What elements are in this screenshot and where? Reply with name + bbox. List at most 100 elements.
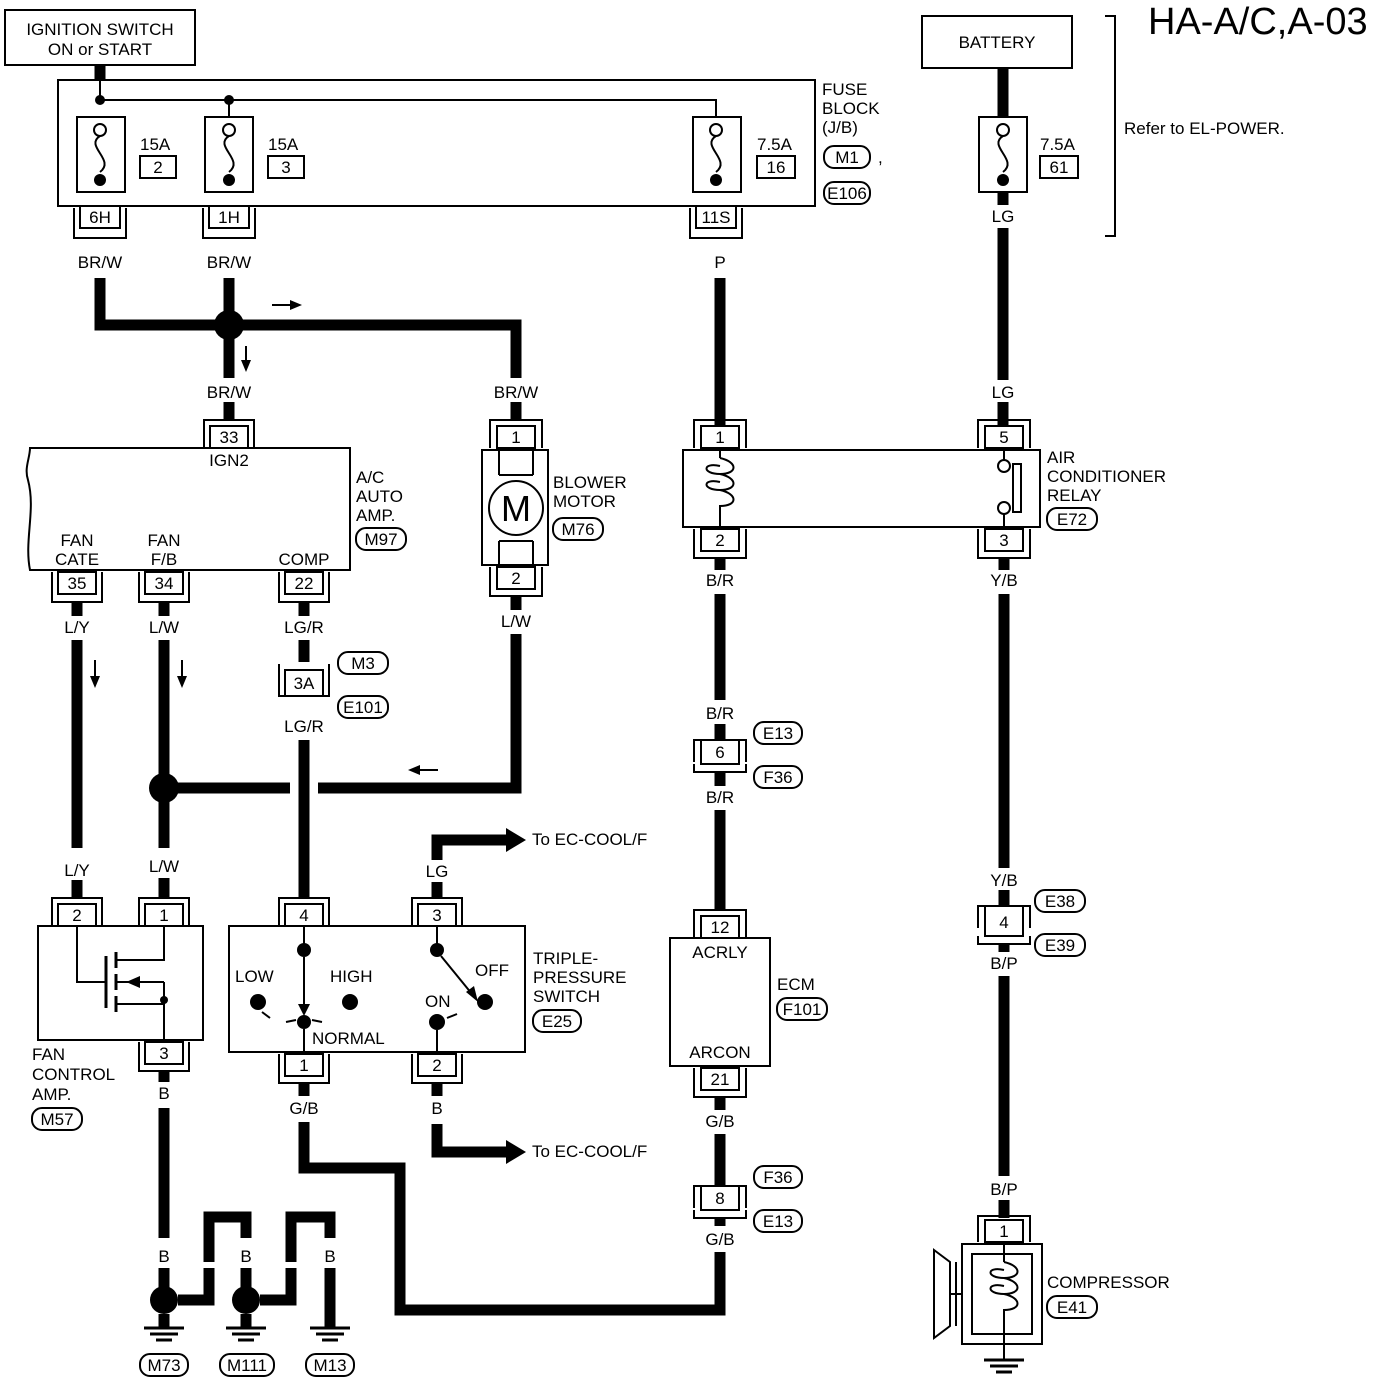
to-ec-cool-bottom: To EC-COOL/F [532,1142,647,1161]
tps-pin-2: 2 [411,1053,463,1084]
wire-label-lw-2: L/W [501,612,531,631]
compressor-pin: 1 [999,1222,1008,1241]
flow-arrow-down-3 [177,660,187,688]
wire-label-bp-1: B/P [990,954,1017,973]
flow-arrow-right [272,300,302,310]
inline-connector-4: 4 [977,905,1031,945]
ac-auto-amp [25,447,351,571]
wire-label-b-g3: B [240,1247,251,1266]
amp-pin-35-num: 35 [68,574,87,593]
ignition-switch-state: ON or START [48,40,152,59]
fuse-2-number: 2 [153,158,162,177]
ecm-pin-acrly-name: ACRLY [692,943,747,962]
flow-arrow-down-2 [90,660,100,688]
tps-pin-4-num: 4 [299,906,308,925]
ecm-pin-12-num: 12 [711,918,730,937]
inline-4-id-e39: E39 [1045,936,1075,955]
amp-pin-ign2-name: IGN2 [209,451,249,470]
fuse-3-rating: 15A [268,135,299,154]
blower-pin-1: 1 [511,428,520,447]
tps-pos-low: LOW [235,967,274,986]
tps-pos-high: HIGH [330,967,373,986]
fuse-block-label-3: (J/B) [822,118,858,137]
ground-m13-id: M13 [313,1356,346,1375]
wire-label-brw-4: BR/W [494,383,538,402]
terminal-1h-label: 1H [218,208,240,227]
amp-fan-cate-name-1: FAN [60,531,93,550]
splice-lw [149,773,179,803]
fuse-2-rating: 15A [140,135,171,154]
terminal-1h: 1H [202,205,256,239]
fuse-block-id-m1: M1 [835,148,859,167]
fuse-block-label-1: FUSE [822,80,867,99]
fuse-61-rating: 7.5A [1040,135,1076,154]
inline-4-id-e38: E38 [1045,892,1075,911]
ignition-switch-label: IGNITION SWITCH [26,20,173,39]
blower-label-1: BLOWER [553,473,627,492]
fuse-16-number: 16 [767,158,786,177]
tps-id: E25 [542,1012,572,1031]
wire-brw-6h [94,278,229,331]
wire-label-b-tps: B [431,1099,442,1118]
ground-m13: M13 [305,1326,355,1377]
flow-arrow-down-1 [241,346,251,372]
fca-label-1: FAN [32,1045,65,1064]
ground-m73-id: M73 [147,1356,180,1375]
wire-lg-ec-cool [431,834,508,860]
terminal-6h-label: 6H [89,208,111,227]
tps-label-3: SWITCH [533,987,600,1006]
fca-pin-1-num: 1 [159,906,168,925]
tps-pos-off: OFF [475,961,509,980]
terminal-11s: 11S [689,205,743,239]
tps-pos-on: ON [425,992,451,1011]
wire-label-yb-2: Y/B [990,871,1017,890]
fuse-block-label-2: BLOCK [822,99,880,118]
relay-label-2: CONDITIONER [1047,467,1166,486]
tps-pin-3-num: 3 [432,906,441,925]
wire-label-lgr-1: LG/R [284,618,324,637]
wire-label-b-g4: B [285,1247,296,1266]
relay-label-3: RELAY [1047,486,1102,505]
wire-label-gb-1: G/B [289,1099,318,1118]
arrow-ec-cool-bottom [506,1140,526,1164]
fca-label-3: AMP. [32,1085,71,1104]
fuse-16-rating: 7.5A [757,135,793,154]
relay-id: E72 [1057,510,1087,529]
ecm-label: ECM [777,975,815,994]
ecm-id: F101 [783,1000,822,1019]
amp-fan-fb-name-2: F/B [151,550,177,569]
wire-label-yb-1: Y/B [990,571,1017,590]
joint-connector-3a: 3A [278,664,330,697]
fca-pin-3: 3 [138,1041,190,1072]
relay-pin-5: 5 [977,419,1031,449]
wire-brw-blower [229,319,522,378]
tps-pin-3: 3 [411,897,463,927]
amp-pin-33-num: 33 [220,428,239,447]
fan-control-amp: 2 1 3 [37,897,204,1072]
fuse-3-number: 3 [281,158,290,177]
wire-label-brw-3: BR/W [207,383,251,402]
wire-label-p: P [714,253,725,272]
ecm-pin-21: 21 [693,1067,747,1098]
wire-b-ec-cool [431,1124,508,1158]
ignition-switch: IGNITION SWITCH ON or START [4,9,196,66]
wire-label-lg-1: LG [992,207,1015,226]
amp-pin-22-num: 22 [295,574,314,593]
wire-lw-blower [318,634,522,794]
relay-pin-3: 3 [977,528,1031,559]
tps-label-2: PRESSURE [533,968,627,987]
wire-label-lw-3: L/W [149,857,179,876]
amp-fan-fb-name-1: FAN [147,531,180,550]
ground-m111: M111 [219,1286,275,1377]
amp-pin-33: 33 [203,419,255,449]
relay-pin-1-num: 1 [715,428,724,447]
wire-label-lgr-2: LG/R [284,717,324,736]
relay-pin-2-num: 2 [715,531,724,550]
tps-pin-4: 4 [278,897,330,927]
fca-pin-3-num: 3 [159,1044,168,1063]
inline-8-id-f36: F36 [763,1168,792,1187]
refer-note: Refer to EL-POWER. [1124,119,1285,138]
fca-pin-2-num: 2 [72,906,81,925]
terminal-11s-label: 11S [702,208,731,227]
tps-pos-normal: NORMAL [312,1029,385,1048]
